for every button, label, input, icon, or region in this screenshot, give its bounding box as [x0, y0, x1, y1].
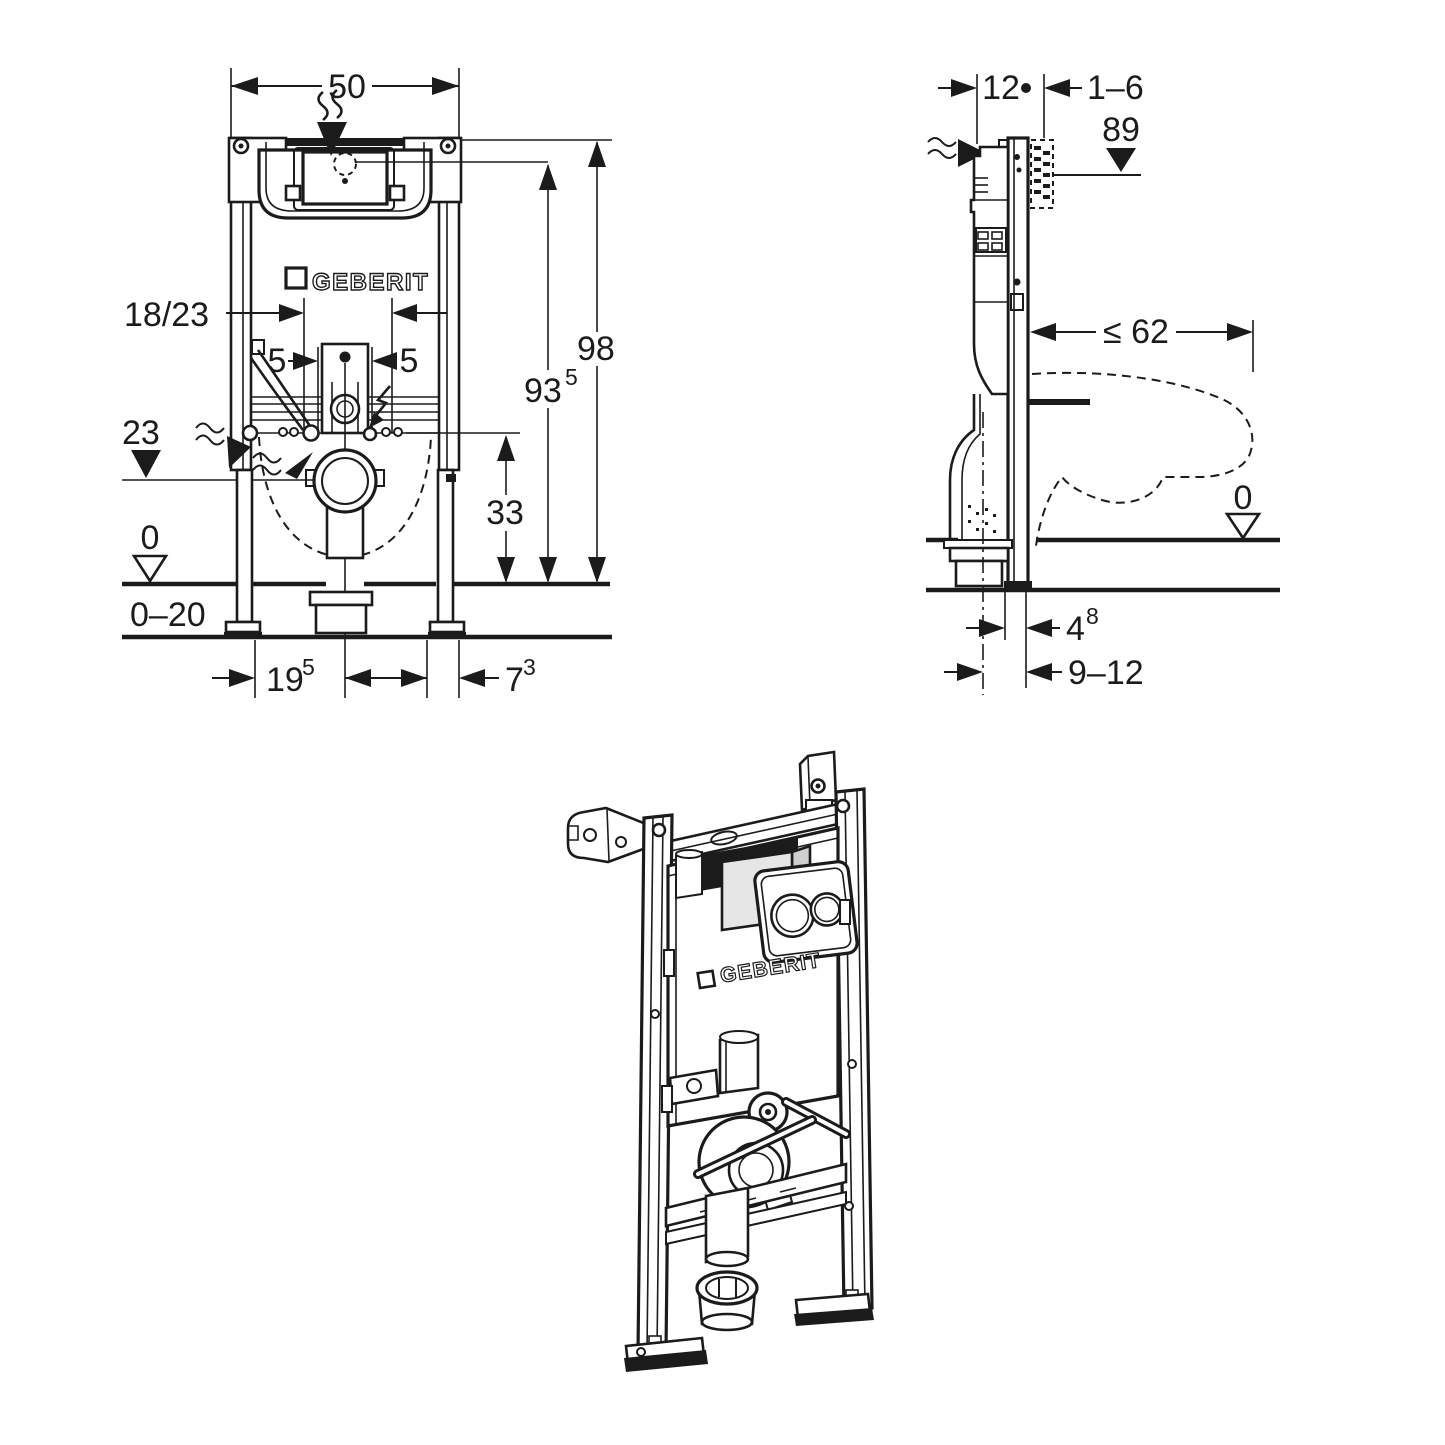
flush-plate-zone-dashed	[1030, 139, 1054, 209]
dim-drain-setback-label: 4	[1066, 610, 1085, 648]
dim-top-height-label: 93	[524, 372, 562, 410]
rail-details	[650, 899, 857, 1211]
level-triangle-open	[1224, 512, 1262, 541]
dim-inlet-height-label: 23	[122, 414, 160, 452]
water-squiggle-icon	[195, 422, 225, 434]
wall-bracket-left	[566, 806, 648, 864]
tile-hatch	[1034, 146, 1050, 199]
air-squiggle-icon	[317, 90, 329, 122]
front-mechanism	[241, 339, 520, 645]
front-dim-bottom: 19 5 7 3	[212, 640, 536, 699]
down-arrow-icon	[317, 122, 347, 156]
geberit-logo-text: GEBERIT	[312, 269, 429, 296]
drain-sleeve-cap	[948, 546, 1010, 563]
side-dim-actuation: 89	[1054, 111, 1141, 176]
dim-actuation-height-label: 89	[1102, 111, 1140, 149]
side-frame	[927, 136, 1054, 590]
front-dim-inlet: 23	[122, 414, 314, 481]
drain-sleeve-body	[314, 603, 368, 635]
fixing-hole	[289, 427, 299, 437]
level-triangle-filled	[131, 450, 161, 478]
foot-right	[428, 620, 466, 634]
feet	[624, 1289, 874, 1372]
dim-drain-setback-sup: 8	[1086, 603, 1099, 629]
water-squiggle-icon	[252, 452, 282, 464]
level-triangle-filled	[1106, 148, 1136, 172]
front-drain	[258, 436, 432, 635]
fixing-hole	[393, 427, 403, 437]
front-view: 50	[122, 68, 615, 699]
drain-socket-piece	[695, 1270, 759, 1332]
arrowhead-left	[231, 77, 258, 95]
service-opening-surround	[293, 147, 395, 211]
fixing-hole	[278, 427, 288, 437]
dim-bottom-left-label: 19	[266, 661, 304, 699]
geberit-square-logo	[696, 969, 717, 990]
dim-bottom-left-sup: 5	[302, 654, 315, 680]
fixing-hole	[381, 427, 391, 437]
wc-pan-profile-dashed	[1031, 371, 1254, 547]
leg-right	[436, 468, 455, 624]
drain-elbow	[948, 394, 976, 540]
seal-dots	[968, 505, 996, 533]
dim-floor-level-label: 0	[141, 519, 160, 557]
dim-left-offset-label: 5	[268, 342, 287, 380]
side-floor-drain: 0	[926, 394, 1280, 695]
crossbar-slot	[710, 830, 738, 846]
fixing-hole	[241, 424, 259, 442]
side-dim-top: 12 1–6	[938, 69, 1144, 144]
dim-floor-level-label: 0	[1234, 479, 1253, 517]
dim-top-height-sup: 5	[565, 364, 578, 390]
drain-sleeve-cap	[308, 590, 374, 607]
dim-fixing-spacing-label: 18/23	[124, 296, 209, 334]
inlet-arrow-icon	[227, 436, 251, 468]
dim-pan-depth-label: ≤ 62	[1103, 313, 1169, 351]
geberit-square-logo	[284, 266, 308, 290]
reference-dot	[1021, 83, 1031, 93]
front-floor: 0 0–20	[122, 468, 612, 640]
rail-profile	[1006, 136, 1030, 590]
front-dim-width: 50	[230, 68, 460, 138]
front-dim-fixing-spacing: 18/23	[124, 296, 447, 433]
flush-bend-left	[256, 349, 312, 427]
clip-right	[388, 184, 406, 202]
dim-bottom-right-label: 7	[505, 661, 524, 699]
front-cistern: GEBERIT	[257, 88, 548, 297]
product-view: GEBERIT	[566, 750, 874, 1372]
flash-arrow-icon	[372, 385, 391, 419]
air-squiggle-icon	[331, 88, 343, 120]
wc-pan-outline-dashed	[258, 436, 432, 559]
fixing-hole	[302, 424, 320, 442]
dim-right-offset-label: 5	[400, 342, 419, 380]
level-triangle-open	[131, 554, 169, 584]
side-dim-bottom: 4 8 9–12	[944, 592, 1144, 692]
flush-plate	[753, 860, 859, 964]
dim-wall-finish-label: 1–6	[1087, 69, 1144, 107]
clip-left	[284, 184, 302, 202]
fixing-hole	[362, 426, 378, 442]
dim-overall-height-label: 98	[577, 330, 615, 368]
leg-left	[235, 468, 254, 624]
center-bolt	[339, 351, 351, 363]
side-view: 12 1–6 89	[926, 69, 1280, 695]
dim-adjust-range-label: 0–20	[130, 596, 206, 634]
drain-sleeve-body	[954, 559, 1004, 588]
right-arrow-icon	[958, 139, 986, 167]
outlet-pipe	[704, 1186, 750, 1268]
dim-bottom-right-sup: 3	[523, 654, 536, 680]
arrowhead-right	[432, 77, 459, 95]
foot-left	[224, 620, 262, 634]
dim-drain-offset-label: 9–12	[1068, 654, 1144, 692]
flush-arrow-icon	[285, 452, 313, 479]
dim-drain-height-label: 33	[486, 494, 524, 532]
cistern-profile	[969, 145, 1010, 396]
dim-frame-depth-label: 12	[982, 69, 1020, 107]
side-dim-pan: ≤ 62	[1028, 313, 1254, 547]
front-dim-heights: 93 5 98 33	[461, 139, 615, 583]
actuation-point-dashed	[333, 152, 357, 176]
front-dim-offsets: 5 5	[268, 342, 419, 433]
air-squiggle-icon	[927, 137, 957, 147]
